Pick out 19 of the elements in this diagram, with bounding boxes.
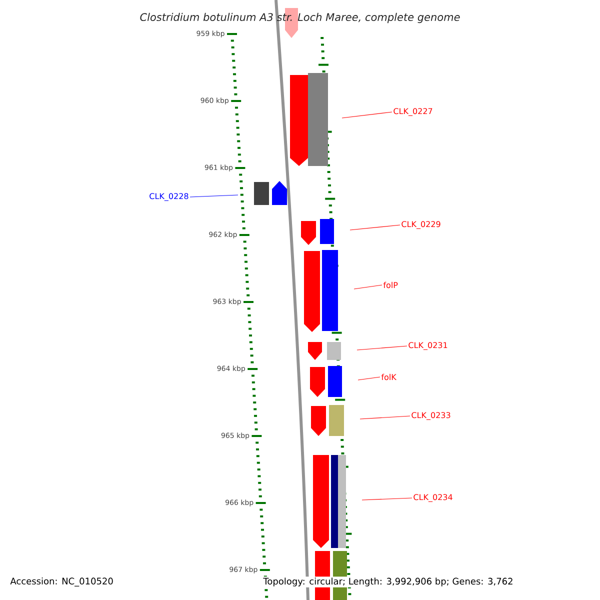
title: Clostridium botulinum A3 str. Loch Maree, complete genome xyxy=(140,12,460,24)
gene-label: CLK_0233 xyxy=(412,412,450,420)
gene-label: folK xyxy=(381,374,397,380)
leader-line xyxy=(358,376,380,380)
gene-label: CLK_0228 xyxy=(150,193,188,201)
gene-label: CLK_0231 xyxy=(408,342,448,350)
leader-line xyxy=(356,346,408,350)
leader-line xyxy=(190,194,238,198)
gene-label: folP xyxy=(383,282,398,288)
leader-line xyxy=(360,416,410,420)
leader-line xyxy=(354,284,382,290)
gene-label: CLK_0229 xyxy=(402,221,440,229)
gene-label: CLK_0234 xyxy=(414,494,452,502)
accession-label: Accession: NC_010520 xyxy=(10,578,113,586)
leader-line xyxy=(350,224,400,230)
genome-info-label: Topology: circular; Length: 3,992,906 bp; Genes: 3,762 xyxy=(262,576,514,588)
gene-label: CLK_0227 xyxy=(394,108,432,116)
leader-line xyxy=(362,498,412,500)
leader-line xyxy=(342,112,392,118)
